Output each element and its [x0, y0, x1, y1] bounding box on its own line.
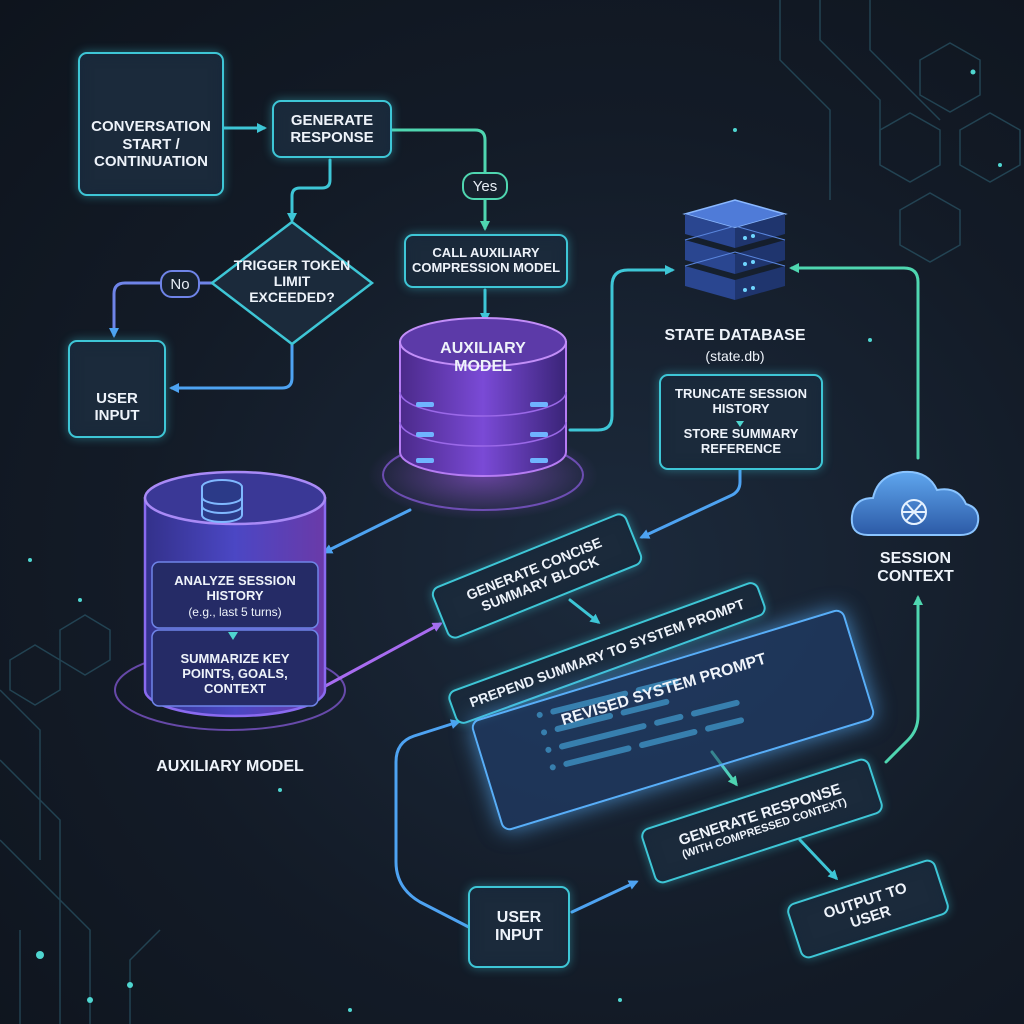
cloud-openai-icon: [850, 470, 980, 536]
arrow-big-to-summary: [316, 622, 443, 692]
no-label-pill: No: [160, 270, 200, 298]
user-input-bottom-label: USER INPUT: [495, 908, 543, 944]
analyze-note: (e.g., last 5 turns): [188, 605, 282, 619]
arrow-generate-to-trigger: [287, 158, 332, 223]
session-context-label: SESSION CONTEXT: [877, 550, 954, 586]
yes-label: Yes: [472, 177, 498, 195]
aux-model-cylinder: [399, 317, 567, 477]
truncate-label: TRUNCATE SESSION HISTORY: [675, 386, 807, 417]
trigger-label: TRIGGER TOKEN LIMIT EXCEEDED?: [233, 257, 351, 306]
conversation-start-node: CONVERSATION START / CONTINUATION: [78, 52, 224, 196]
state-db-file: (state.db): [705, 348, 765, 364]
generate-response-top-label: GENERATE RESPONSE: [290, 111, 374, 146]
server-stack-icon: [682, 199, 788, 300]
user-input-bottom-node: USER INPUT: [468, 886, 570, 968]
arrow-trigger-no-to-user: [109, 281, 214, 338]
analyze-label: ANALYZE SESSION HISTORY: [174, 573, 296, 603]
call-auxiliary-node: CALL AUXILIARY COMPRESSION MODEL: [404, 234, 568, 288]
aux-model-caption: AUXILIARY MODEL: [156, 758, 304, 775]
trigger-diamond: [209, 220, 375, 346]
arrow-user-to-generate: [570, 880, 639, 914]
database-icon: [201, 479, 243, 523]
arrow-summary-to-prepend: [568, 598, 601, 624]
user-input-top-label: USER INPUT: [94, 389, 140, 424]
aux-model-big-cylinder: [143, 470, 327, 718]
arrow-generate-to-output: [798, 838, 839, 881]
arrow-generate-to-context: [884, 595, 923, 764]
aux-model-cylinder-label: AUXILIARY MODEL: [440, 340, 526, 376]
summarize-label: SUMMARIZE KEY POINTS, GOALS, CONTEXT: [180, 651, 290, 696]
call-auxiliary-label: CALL AUXILIARY COMPRESSION MODEL: [411, 245, 561, 275]
store-summary-label: STORE SUMMARY REFERENCE: [683, 426, 799, 456]
arrow-trigger-to-user-return: [169, 343, 294, 393]
arrow-user-to-prepend: [394, 719, 492, 940]
background-dots: [28, 69, 1002, 1012]
yes-label-pill: Yes: [462, 172, 508, 200]
arrow-aux-to-db: [568, 265, 675, 432]
connectors: [109, 123, 923, 940]
truncate-arrow-down-icon: [736, 421, 744, 427]
arrow-aux-to-big-cylinder: [322, 508, 412, 554]
arrow-context-to-db: [789, 263, 920, 460]
arrow-generate-to-call: [388, 128, 490, 231]
user-input-top-node: USER INPUT: [68, 340, 166, 438]
arrow-store-to-summary: [639, 468, 742, 539]
generate-response-top-node: GENERATE RESPONSE: [272, 100, 392, 158]
no-label: No: [170, 275, 190, 293]
state-db-title: STATE DATABASE: [664, 327, 806, 344]
conversation-start-label: CONVERSATION START / CONTINUATION: [91, 118, 211, 170]
